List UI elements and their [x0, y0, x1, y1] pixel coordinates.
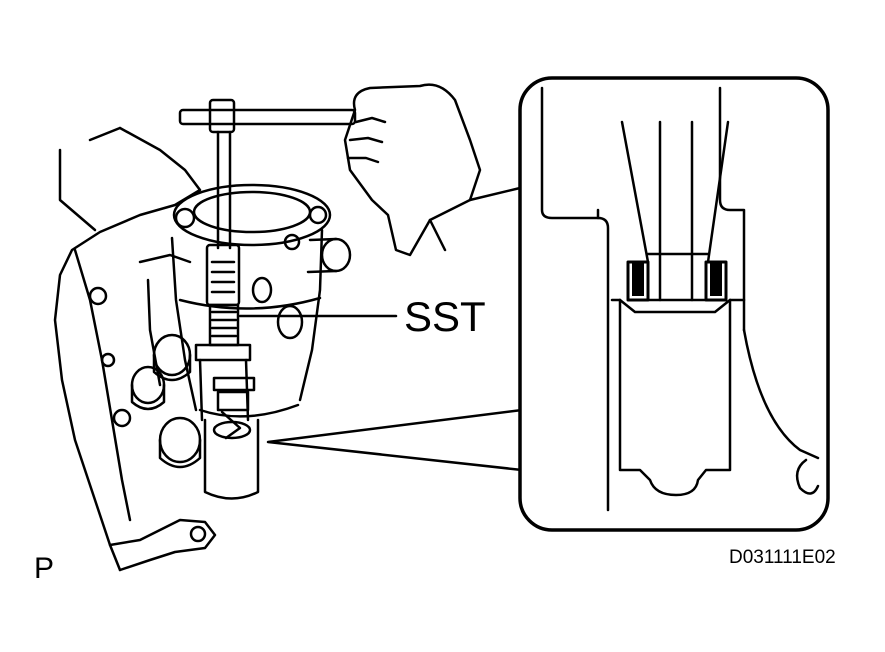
pump-housing [170, 183, 352, 418]
detail-inset-frame [518, 76, 830, 532]
figure-code-label: D031111E02 [729, 547, 836, 568]
detail-inset-contents [540, 86, 820, 512]
sst-label: SST [404, 293, 486, 340]
hand-illustration [343, 83, 522, 257]
p-marker-label: P [34, 552, 55, 585]
transmission-case [53, 126, 217, 572]
lower-sleeve [203, 418, 260, 500]
sst-tool [178, 98, 357, 440]
case-bosses [130, 333, 202, 469]
detail-pointer [266, 408, 524, 472]
